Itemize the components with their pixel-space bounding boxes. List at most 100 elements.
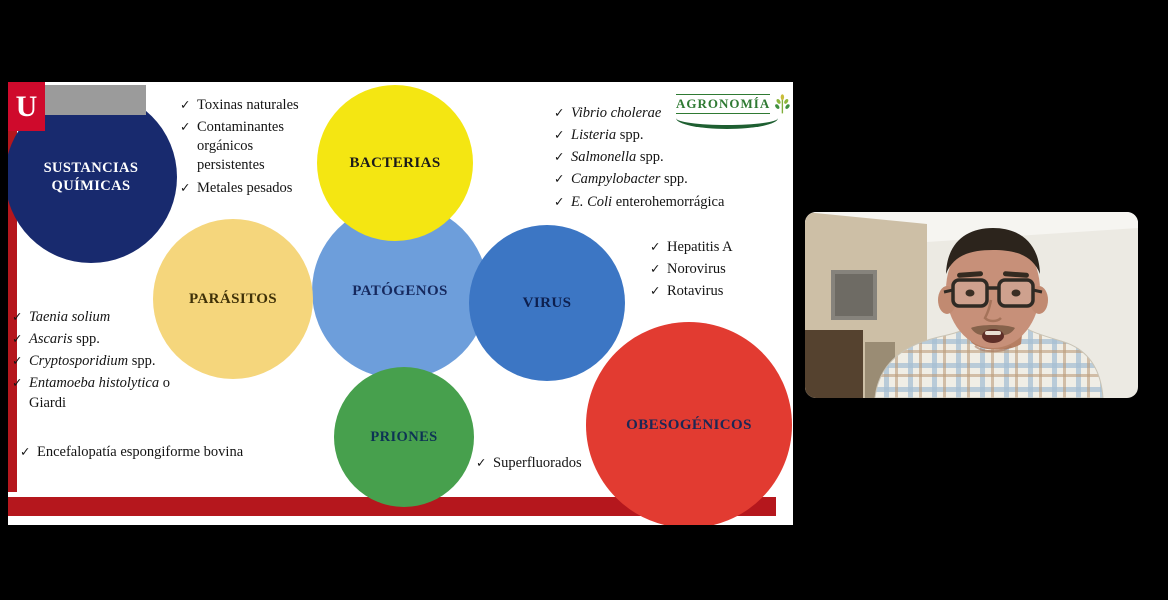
item-italic: Salmonella	[571, 149, 637, 166]
item-text: Superfluorados	[493, 454, 582, 473]
checklist-virus: ✓ Hepatitis A ✓ Norovirus ✓ Rotavirus	[650, 238, 780, 304]
list-item: ✓ Vibrio cholerae	[554, 104, 766, 123]
item-text: Encefalopatía espongiforme bovina	[37, 443, 243, 462]
list-item: ✓ E. Coli enterohemorrágica	[554, 193, 766, 212]
item-regular: spp.	[616, 127, 644, 144]
left-eye	[965, 289, 975, 297]
check-icon: ✓	[554, 149, 565, 165]
item-regular: Toxinas naturales	[197, 97, 299, 113]
presenter-portrait	[874, 228, 1104, 398]
list-item: ✓ Listeria spp.	[554, 126, 766, 145]
check-icon: ✓	[650, 283, 661, 299]
item-text: Salmonella spp.	[571, 148, 664, 167]
list-item: ✓ Hepatitis A	[650, 238, 780, 257]
check-icon: ✓	[554, 171, 565, 187]
circle-parasitos: PARÁSITOS	[153, 219, 313, 379]
item-text: Rotavirus	[667, 282, 723, 301]
item-text: E. Coli enterohemorrágica	[571, 193, 724, 212]
right-eyebrow	[1002, 271, 1029, 278]
list-item: ✓ Norovirus	[650, 260, 780, 279]
check-icon: ✓	[180, 119, 191, 135]
right-eye	[1011, 289, 1021, 297]
agronomia-swoosh	[676, 116, 778, 129]
check-icon: ✓	[554, 127, 565, 143]
circle-virus: VIRUS	[469, 225, 625, 381]
circle-label-sustancias: SUSTANCIAS QUÍMICAS	[43, 159, 139, 194]
item-regular: spp.	[72, 331, 100, 348]
list-item: ✓ Salmonella spp.	[554, 148, 766, 167]
item-italic: Cryptosporidium	[29, 353, 129, 370]
check-icon: ✓	[20, 444, 31, 459]
nose	[983, 299, 1002, 323]
item-regular: enterohemorrágica	[612, 193, 725, 210]
item-italic: Entamoeba histolytica	[29, 375, 160, 392]
check-icon: ✓	[554, 105, 565, 120]
item-regular: Metales pesados	[197, 179, 293, 196]
item-text: Contaminantes orgánicos persistentes	[197, 118, 322, 175]
check-icon: ✓	[180, 97, 191, 112]
face	[946, 232, 1040, 348]
presentation-slide: U PATÓGENOS SUSTANCIAS QUÍMICAS BACTERIA…	[8, 82, 793, 525]
checklist-priones: ✓ Encefalopatía espongiforme bovina	[20, 443, 320, 465]
circle-label-bacterias: BACTERIAS	[349, 154, 441, 171]
item-text: Cryptosporidium spp.	[29, 352, 156, 371]
agronomia-logo-row: AGRONOMÍA	[676, 92, 792, 116]
check-icon: ✓	[554, 193, 565, 209]
agronomia-logo: AGRONOMÍA	[676, 92, 792, 129]
university-logo-letter: U	[15, 89, 38, 123]
circle-label-parasitos: PARÁSITOS	[188, 290, 278, 307]
item-italic: Taenia solium	[29, 309, 111, 325]
item-italic: E. Coli	[571, 193, 613, 210]
item-regular: Contaminantes orgánicos persistentes	[197, 119, 284, 174]
hair	[946, 228, 1040, 274]
list-item: ✓ Entamoeba histolytica o Giardi	[12, 374, 190, 412]
chin-shadow	[974, 345, 1012, 353]
item-text: Entamoeba histolytica o Giardi	[29, 374, 190, 412]
list-item: ✓ Cryptosporidium spp.	[12, 352, 190, 371]
checklist-quimicas: ✓ Toxinas naturales ✓ Contaminantes orgá…	[180, 96, 322, 201]
circle-bacterias: BACTERIAS	[317, 85, 473, 241]
left-accent-bar	[8, 120, 17, 492]
check-icon: ✓	[12, 309, 23, 324]
list-item: ✓ Contaminantes orgánicos persistentes	[180, 118, 322, 175]
item-regular: spp.	[128, 353, 156, 370]
check-icon: ✓	[12, 331, 23, 347]
check-icon: ✓	[12, 353, 23, 369]
glasses	[943, 278, 1043, 308]
item-regular: Norovirus	[667, 261, 726, 278]
list-item: ✓ Ascaris spp.	[12, 330, 190, 349]
item-text: Taenia solium	[29, 308, 110, 327]
teeth	[985, 331, 1001, 335]
item-italic: Campylobacter	[571, 171, 661, 188]
presenter-video	[805, 212, 1138, 398]
list-item: ✓ Taenia solium	[12, 308, 190, 327]
check-icon: ✓	[180, 179, 191, 195]
circle-label-priones: PRIONES	[370, 428, 438, 445]
agronomia-logo-text: AGRONOMÍA	[676, 94, 771, 114]
check-icon: ✓	[12, 375, 23, 391]
list-item: ✓ Metales pesados	[180, 179, 322, 198]
university-logo-banner	[45, 85, 146, 115]
item-regular: Superfluorados	[493, 455, 582, 471]
item-text: Listeria spp.	[571, 126, 644, 145]
list-item: ✓ Toxinas naturales	[180, 96, 322, 115]
item-text: Toxinas naturales	[197, 96, 299, 115]
item-italic: Ascaris	[29, 331, 73, 348]
item-regular: o Giardi	[29, 375, 170, 411]
item-italic: Vibrio cholerae	[571, 105, 662, 121]
circle-priones: PRIONES	[334, 367, 474, 507]
presenter-webcam[interactable]	[805, 212, 1138, 398]
item-regular: Encefalopatía espongiforme bovina	[37, 444, 244, 460]
list-item: ✓ Superfluorados	[476, 454, 616, 473]
item-italic: Listeria	[571, 127, 617, 144]
item-text: Hepatitis A	[667, 238, 733, 257]
item-text: Ascaris spp.	[29, 330, 100, 349]
circle-label-virus: VIRUS	[522, 294, 572, 311]
item-regular: Rotavirus	[667, 283, 724, 300]
checklist-bacterias: ✓ Vibrio cholerae ✓ Listeria spp. ✓ Salm…	[554, 104, 766, 215]
checklist-parasitos: ✓ Taenia solium ✓ Ascaris spp. ✓ Cryptos…	[12, 308, 190, 416]
item-text: Campylobacter spp.	[571, 170, 688, 189]
circle-label-patogenos: PATÓGENOS	[352, 282, 448, 299]
left-eyebrow	[957, 271, 984, 278]
